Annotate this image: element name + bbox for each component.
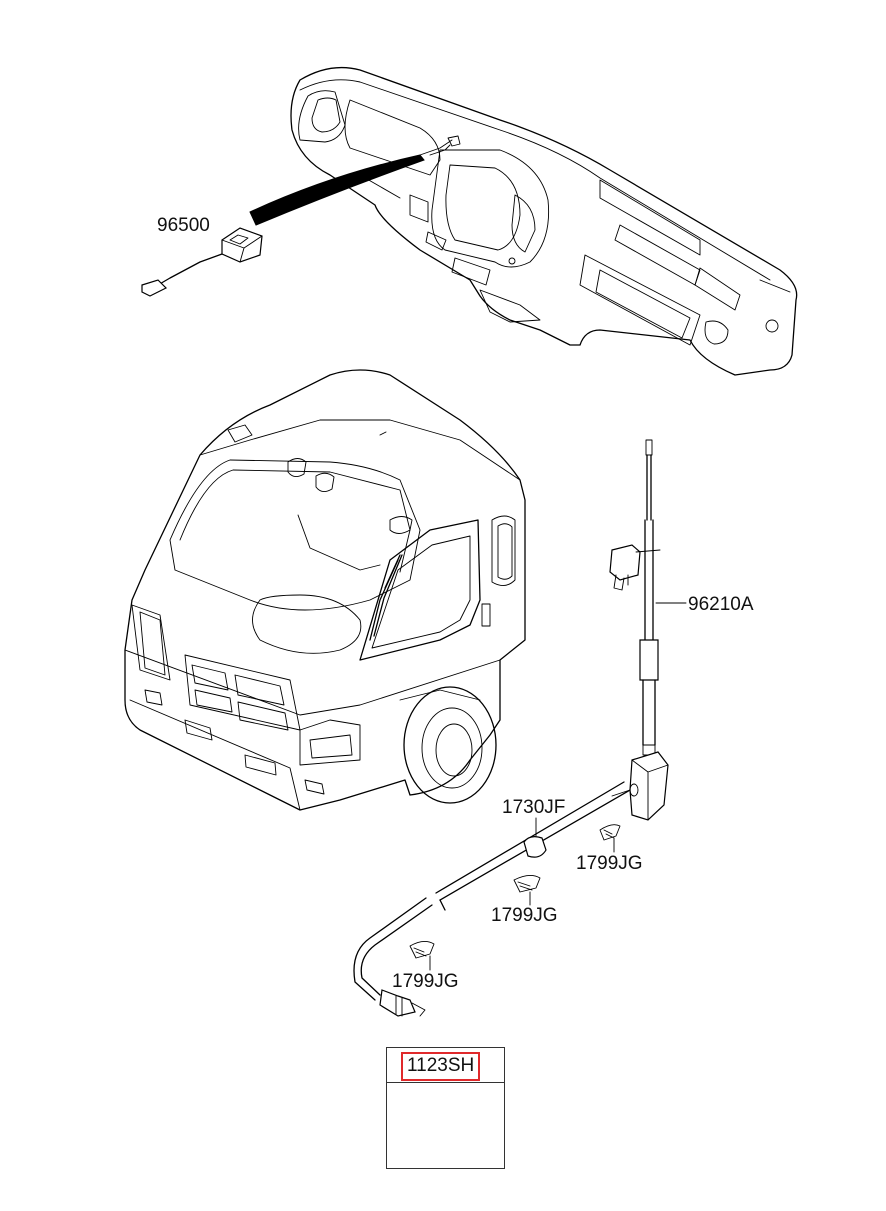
part-box-1123SH: 1123SH xyxy=(386,1047,505,1169)
callout-96210A: 96210A xyxy=(688,594,754,615)
callout-1799JG-upper: 1799JG xyxy=(576,853,643,874)
callout-96500: 96500 xyxy=(157,215,210,236)
part-96500-drawing xyxy=(141,227,263,297)
part-box-header: 1123SH xyxy=(387,1048,504,1083)
callout-1799JG-lower: 1799JG xyxy=(392,971,459,992)
antenna-cable xyxy=(353,781,631,1017)
callout-1730JF: 1730JF xyxy=(502,797,566,818)
clip-1799JG-lower xyxy=(409,941,435,959)
sensor-harness xyxy=(249,135,461,226)
truck-drawing xyxy=(124,369,526,811)
clip-1799JG-upper xyxy=(599,824,621,841)
part-96210A-drawing xyxy=(609,439,669,821)
dashboard-drawing xyxy=(290,66,798,376)
clip-1799JG-middle xyxy=(513,875,541,893)
callout-1799JG-middle: 1799JG xyxy=(491,905,558,926)
part-code-1123SH[interactable]: 1123SH xyxy=(401,1052,481,1081)
